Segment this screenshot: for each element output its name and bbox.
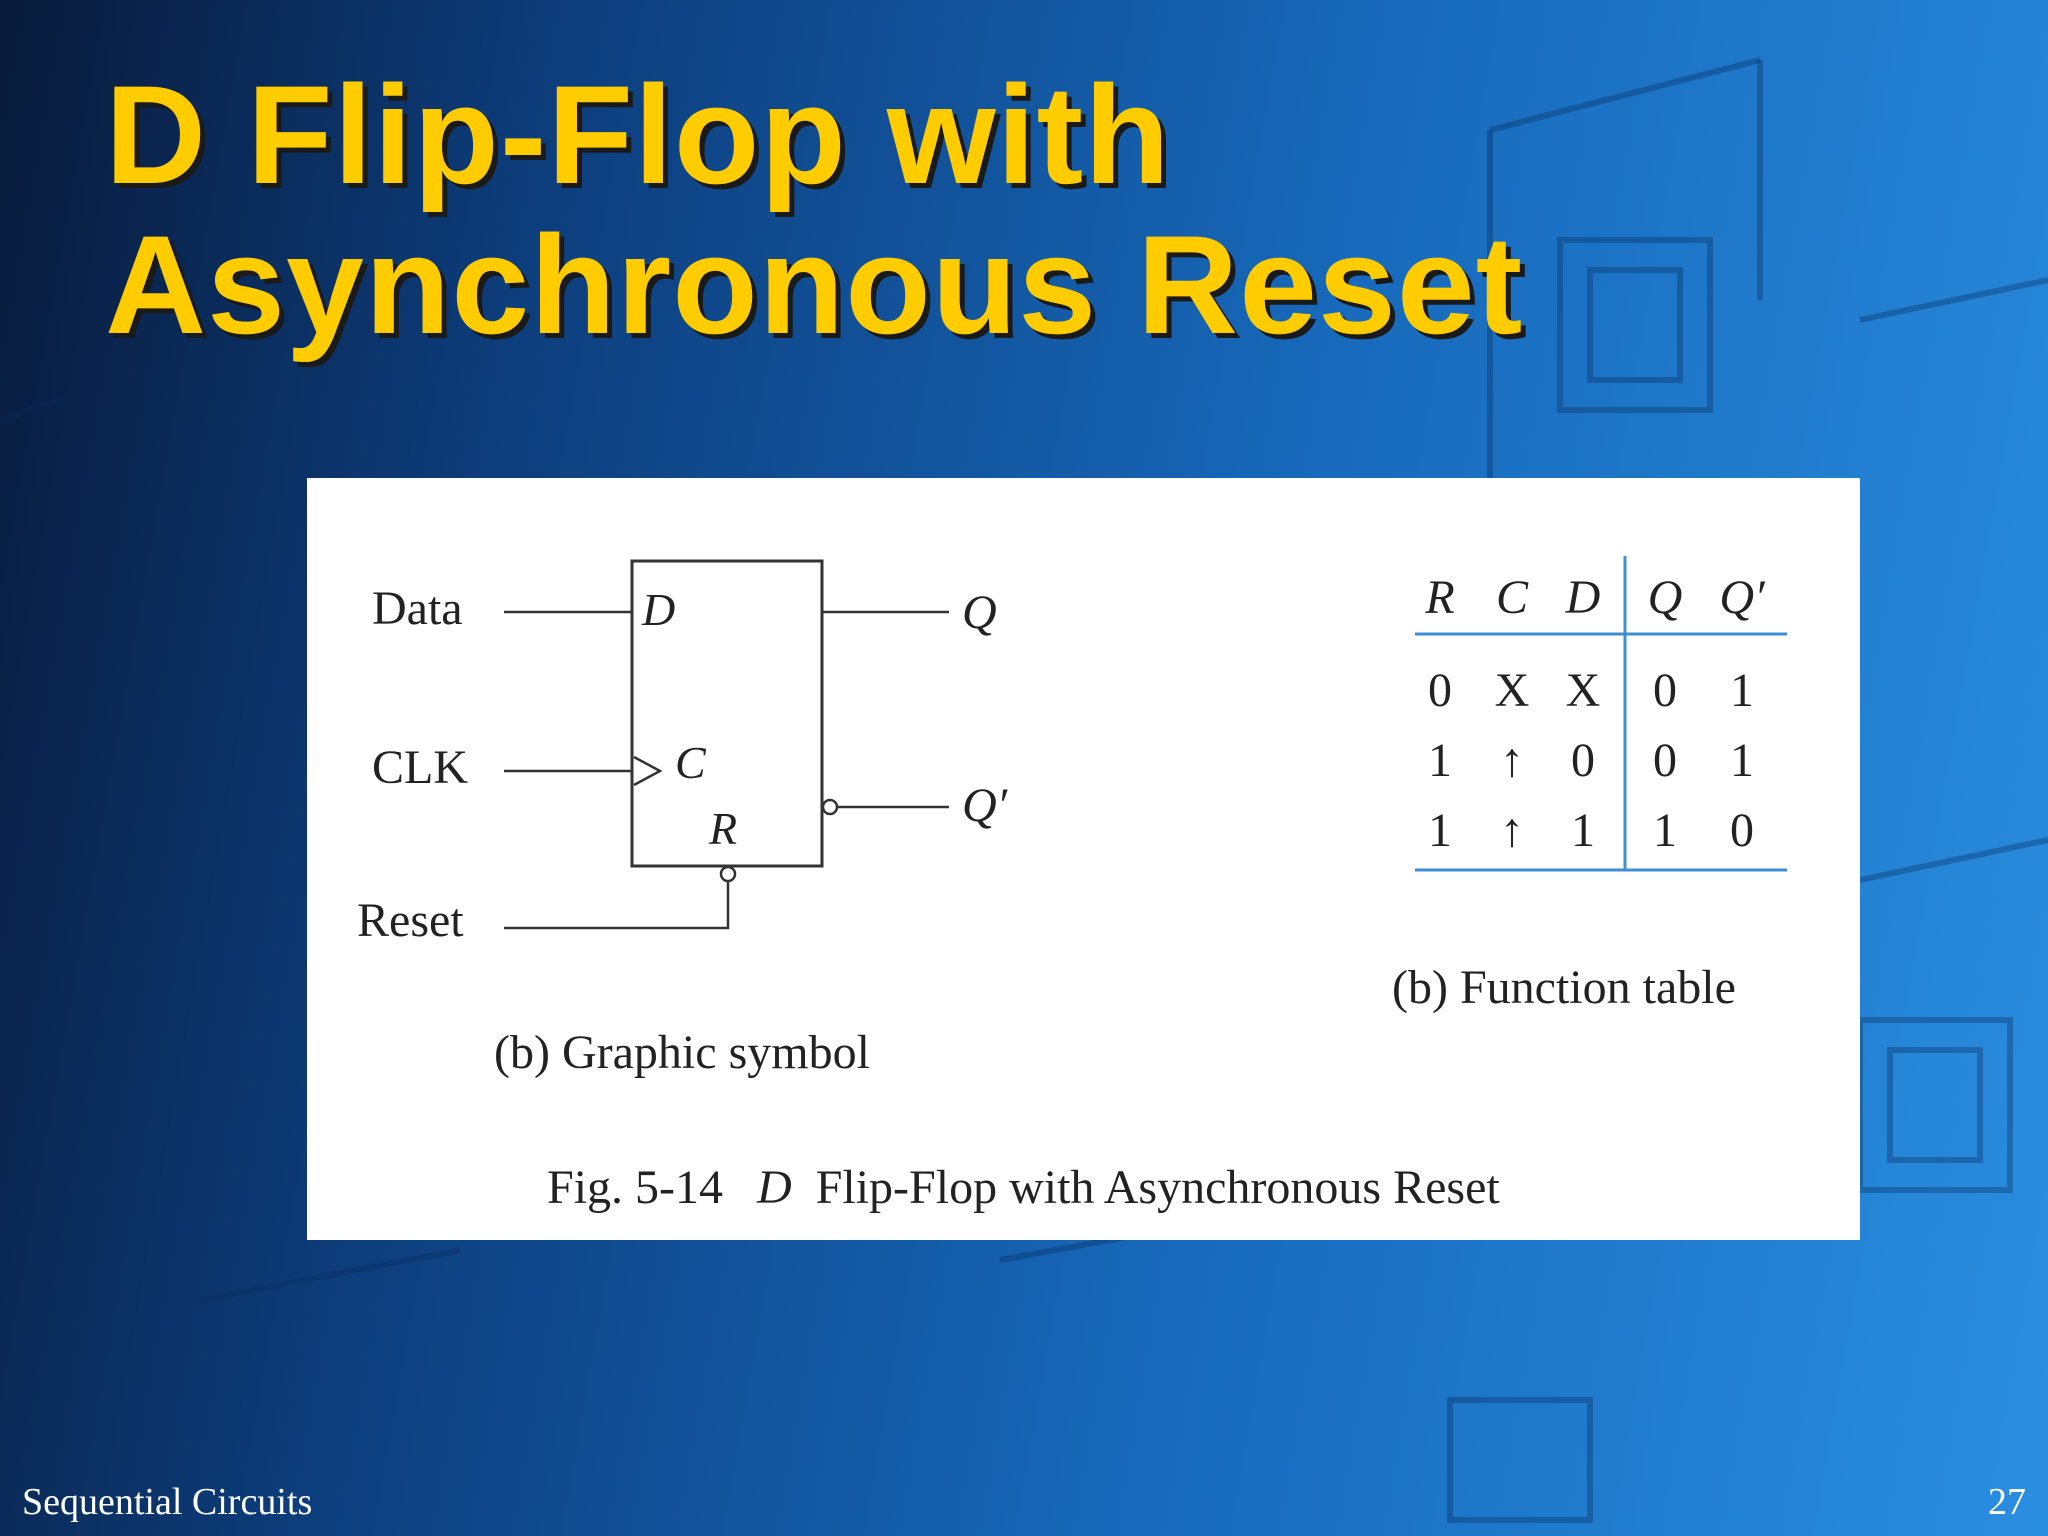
header-c: C (1496, 571, 1529, 624)
table-header-row: R C D Q Q′ (1424, 571, 1766, 624)
pin-r-label: R (708, 803, 737, 854)
flip-flop-symbol: Data CLK Reset D C R Q Q′ (b) Graphic sy… (357, 559, 1009, 1079)
cell: 0 (1571, 734, 1595, 787)
cell: 1 (1730, 664, 1754, 717)
slide-title-line2: Asynchronous Reset (105, 206, 1524, 363)
cell: ↑ (1500, 734, 1524, 787)
output-q-label: Q (962, 586, 997, 639)
header-r: R (1424, 571, 1454, 624)
cell: 0 (1428, 664, 1452, 717)
cell: 0 (1653, 664, 1677, 717)
slide-title: D Flip-Flop with Asynchronous Reset (105, 60, 1523, 360)
cell: 0 (1653, 734, 1677, 787)
qn-inversion-bubble (821, 798, 839, 816)
header-d: D (1565, 571, 1601, 624)
reset-inversion-bubble (719, 865, 737, 883)
page-number: 27 (1988, 1481, 2026, 1523)
cell: X (1495, 664, 1530, 717)
label-clk: CLK (372, 741, 468, 794)
figure-title-italic: D (756, 1161, 792, 1214)
symbol-caption: (b) Graphic symbol (494, 1026, 870, 1079)
pin-d-label: D (641, 584, 675, 635)
cell: 1 (1428, 804, 1452, 857)
header-qn: Q′ (1719, 571, 1766, 624)
reset-input-line (504, 881, 730, 930)
label-data: Data (372, 582, 463, 635)
table-row: 1 ↑ 1 1 0 (1428, 804, 1754, 857)
slide-title-line1: D Flip-Flop with (105, 56, 1171, 213)
cell: 1 (1730, 734, 1754, 787)
figure-panel: Data CLK Reset D C R Q Q′ (b) Graphic sy… (307, 478, 1860, 1240)
figure-svg: Data CLK Reset D C R Q Q′ (b) Graphic sy… (357, 556, 1787, 1214)
table-row: 1 ↑ 0 0 1 (1428, 734, 1754, 787)
cell: 1 (1428, 734, 1452, 787)
footer-course-name: Sequential Circuits (22, 1481, 313, 1523)
figure-number: Fig. 5-14 (547, 1161, 723, 1214)
cell: X (1566, 664, 1601, 717)
clock-triangle (633, 755, 663, 787)
table-row: 0 X X 0 1 (1428, 664, 1754, 717)
pin-c-label: C (675, 737, 707, 788)
output-qn-label: Q′ (962, 779, 1009, 832)
cell: 1 (1571, 804, 1595, 857)
header-q: Q (1648, 571, 1683, 624)
figure-caption: Fig. 5-14 D Flip-Flop with Asynchronous … (547, 1161, 1500, 1214)
function-table: R C D Q Q′ 0 X X 0 1 1 ↑ 0 0 1 1 (1392, 556, 1787, 1014)
figure-title-rest: Flip-Flop with Asynchronous Reset (816, 1161, 1501, 1214)
cell: ↑ (1500, 804, 1524, 857)
label-reset: Reset (357, 894, 464, 947)
cell: 1 (1653, 804, 1677, 857)
table-caption: (b) Function table (1392, 961, 1736, 1014)
cell: 0 (1730, 804, 1754, 857)
